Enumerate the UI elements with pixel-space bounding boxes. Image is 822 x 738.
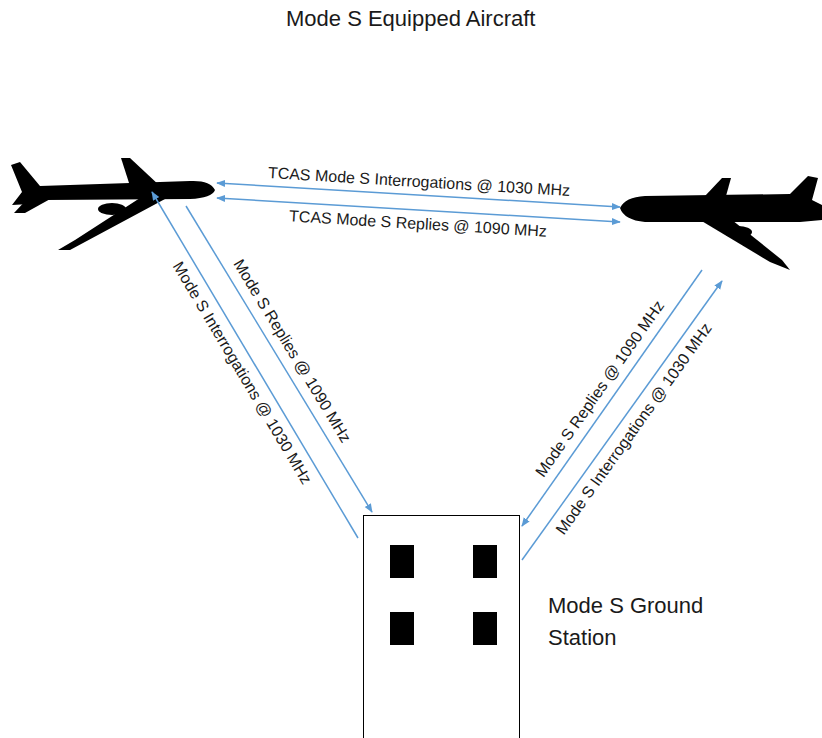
station-label: Mode S Ground Station [548, 590, 748, 654]
aircraft-right [620, 176, 822, 270]
signal-label: Mode S Replies @ 1090 MHz [532, 298, 668, 481]
signal-label: Mode S Replies @ 1090 MHz [229, 256, 354, 446]
aircraft-left [11, 158, 215, 250]
diagram-title: Mode S Equipped Aircraft [286, 6, 535, 32]
signal-arrow [522, 270, 702, 526]
signal-arrow [186, 206, 372, 512]
signal-arrow [522, 281, 722, 560]
ground-station: Mode S Ground Station [363, 515, 520, 738]
signal-arrow [152, 192, 358, 538]
signal-label: Mode S Interrogations @ 1030 MHz [169, 258, 315, 487]
station-windows [390, 545, 497, 645]
signal-label: TCAS Mode S Replies @ 1090 MHz [288, 207, 547, 240]
